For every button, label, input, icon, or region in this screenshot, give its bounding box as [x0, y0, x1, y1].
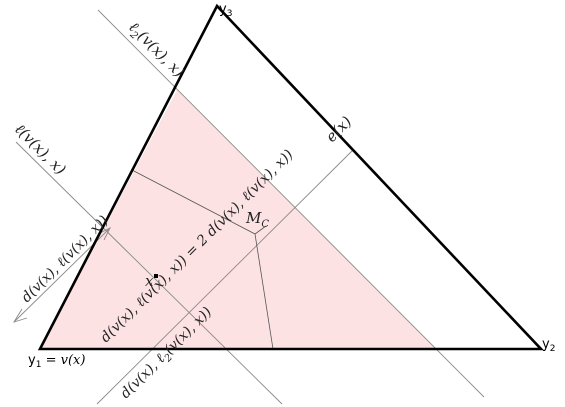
label-l: ℓ(v(x), x)	[11, 120, 70, 179]
vertex-y1-label: y1 = v(x)	[28, 353, 85, 370]
line-e	[96, 149, 354, 405]
label-e: e(x)	[322, 112, 355, 145]
partition-line-2	[254, 225, 267, 235]
vertex-y3-label: y3	[219, 2, 232, 19]
shaded-region	[40, 90, 436, 349]
guide-line-l	[15, 141, 283, 405]
label-mc: MC	[245, 209, 269, 230]
point-x-marker	[154, 274, 158, 278]
distance-arrow-head-2	[97, 226, 112, 241]
vertex-y2-label: y2	[542, 337, 555, 354]
distance-arrow-head-1	[12, 308, 28, 323]
guide-line-l2	[97, 9, 485, 398]
triangle	[37, 3, 545, 351]
label-x: x	[145, 272, 154, 290]
label-l2: ℓ2(v(x), x)	[123, 18, 188, 83]
